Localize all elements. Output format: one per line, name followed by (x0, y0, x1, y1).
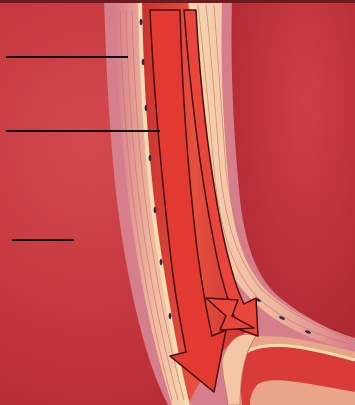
top-edge-shadow (0, 0, 355, 3)
